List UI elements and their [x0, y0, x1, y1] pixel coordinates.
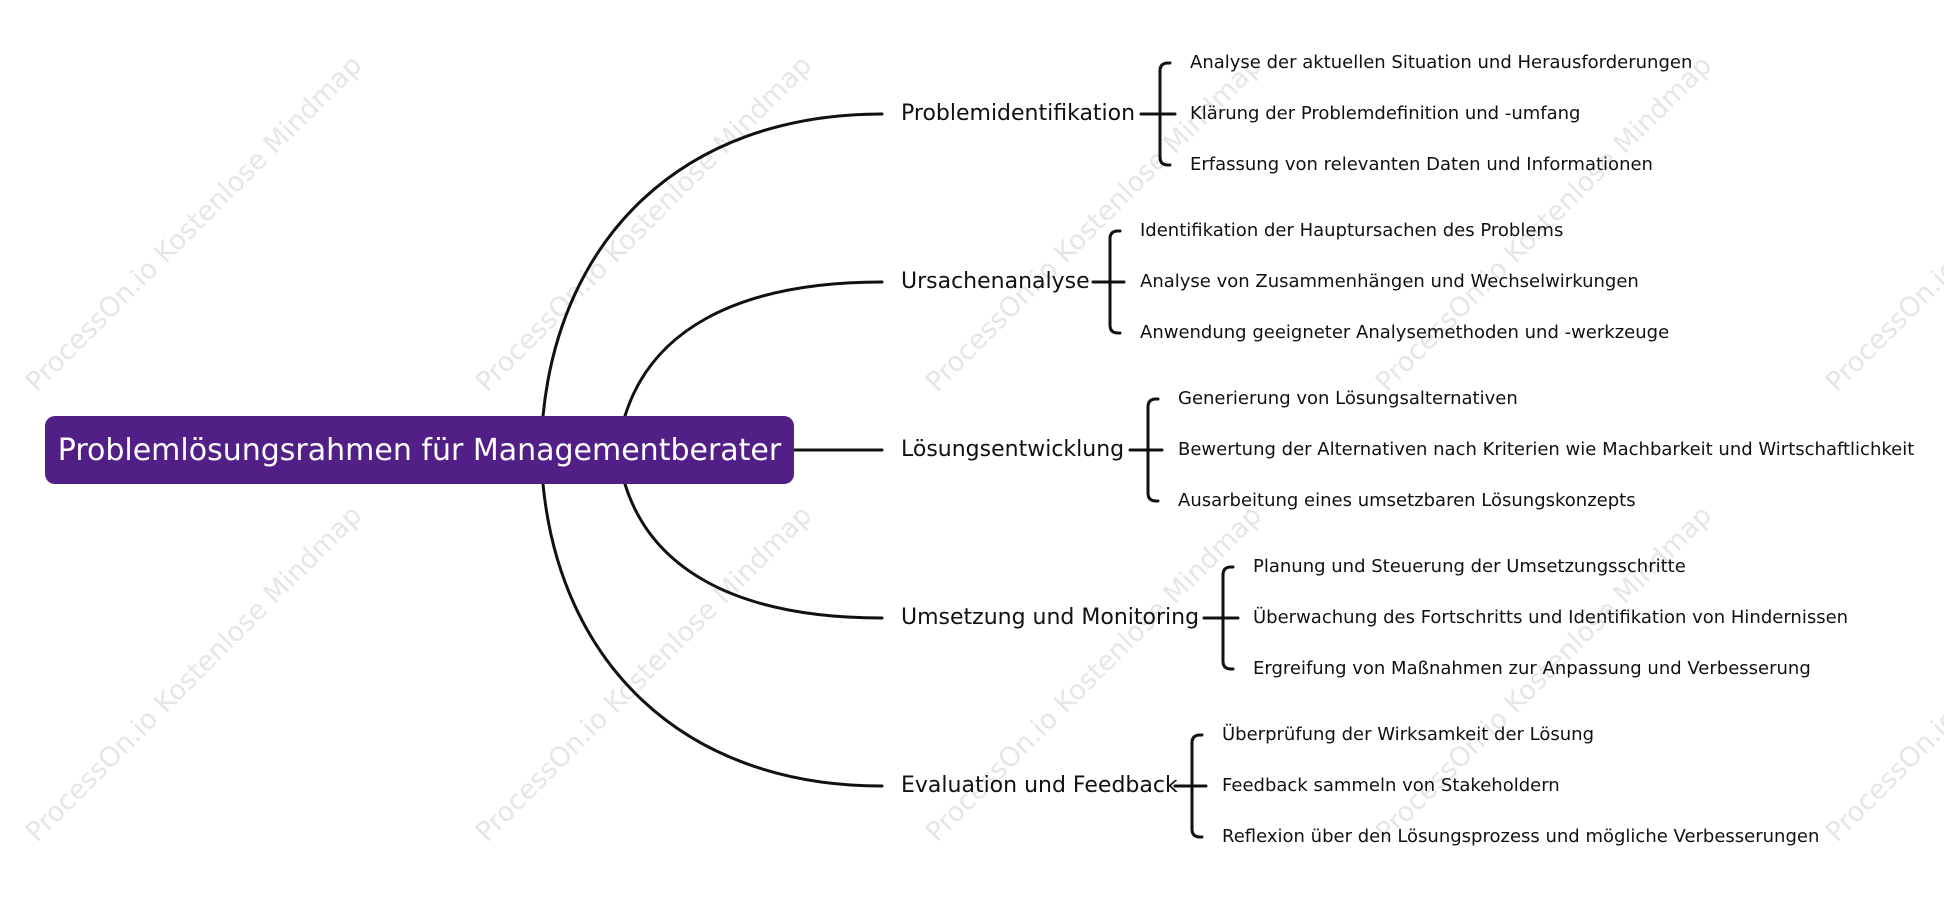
- brace-loesungsentwicklung: [1128, 397, 1164, 503]
- leaf-evaluation-feedback-2[interactable]: Feedback sammeln von Stakeholdern: [1222, 775, 1560, 796]
- branch-ursachenanalyse[interactable]: Ursachenanalyse: [901, 269, 1090, 294]
- watermark-text: ProcessOn.io Kostenlose Mindmap: [20, 50, 368, 398]
- connector-ursachenanalyse: [623, 280, 884, 418]
- leaf-problemidentifikation-3[interactable]: Erfassung von relevanten Daten und Infor…: [1190, 154, 1653, 175]
- leaf-umsetzung-monitoring-3[interactable]: Ergreifung von Maßnahmen zur Anpassung u…: [1253, 658, 1811, 679]
- leaf-problemidentifikation-1[interactable]: Analyse der aktuellen Situation und Hera…: [1190, 52, 1693, 73]
- root-node-label: Problemlösungsrahmen für Managementberat…: [57, 432, 782, 468]
- leaf-loesungsentwicklung-1[interactable]: Generierung von Lösungsalternativen: [1178, 388, 1518, 409]
- brace-problemidentifikation: [1139, 61, 1177, 167]
- leaf-ursachenanalyse-1[interactable]: Identifikation der Hauptursachen des Pro…: [1140, 220, 1564, 241]
- leaf-ursachenanalyse-3[interactable]: Anwendung geeigneter Analysemethoden und…: [1140, 322, 1670, 343]
- leaf-evaluation-feedback-3[interactable]: Reflexion über den Lösungsprozess und mö…: [1222, 826, 1820, 847]
- root-node[interactable]: Problemlösungsrahmen für Managementberat…: [45, 416, 794, 484]
- leaf-umsetzung-monitoring-1[interactable]: Planung und Steuerung der Umsetzungsschr…: [1253, 556, 1686, 577]
- connector-evaluation-feedback: [541, 482, 884, 788]
- connector-umsetzung-monitoring: [623, 482, 884, 620]
- watermark-text: ProcessOn.io Kostenlose Mindmap: [470, 50, 818, 398]
- leaf-ursachenanalyse-2[interactable]: Analyse von Zusammenhängen und Wechselwi…: [1140, 271, 1639, 292]
- leaf-evaluation-feedback-1[interactable]: Überprüfung der Wirksamkeit der Lösung: [1222, 724, 1595, 745]
- brace-ursachenanalyse: [1091, 229, 1126, 335]
- watermark-text: ProcessOn.io Kostenlose Mindmap: [1820, 500, 1944, 848]
- brace-evaluation-feedback: [1173, 733, 1208, 839]
- branch-problemidentifikation[interactable]: Problemidentifikation: [901, 101, 1136, 126]
- watermark-text: ProcessOn.io Kostenlose Mindmap: [20, 500, 368, 848]
- branch-loesungsentwicklung[interactable]: Lösungsentwicklung: [901, 437, 1125, 462]
- leaf-umsetzung-monitoring-2[interactable]: Überwachung des Fortschritts und Identif…: [1253, 607, 1849, 628]
- branch-umsetzung-monitoring[interactable]: Umsetzung und Monitoring: [901, 605, 1200, 630]
- watermark-text: ProcessOn.io Kostenlose Mindmap: [1820, 50, 1944, 398]
- connector-problemidentifikation: [541, 112, 884, 418]
- watermark-text: ProcessOn.io Kostenlose Mindmap: [470, 500, 818, 848]
- leaf-loesungsentwicklung-2[interactable]: Bewertung der Alternativen nach Kriterie…: [1178, 439, 1915, 460]
- leaf-loesungsentwicklung-3[interactable]: Ausarbeitung eines umsetzbaren Lösungsko…: [1178, 490, 1636, 511]
- branch-evaluation-feedback[interactable]: Evaluation und Feedback: [901, 773, 1178, 798]
- brace-umsetzung-monitoring: [1202, 565, 1240, 671]
- leaf-problemidentifikation-2[interactable]: Klärung der Problemdefinition und -umfan…: [1190, 103, 1581, 124]
